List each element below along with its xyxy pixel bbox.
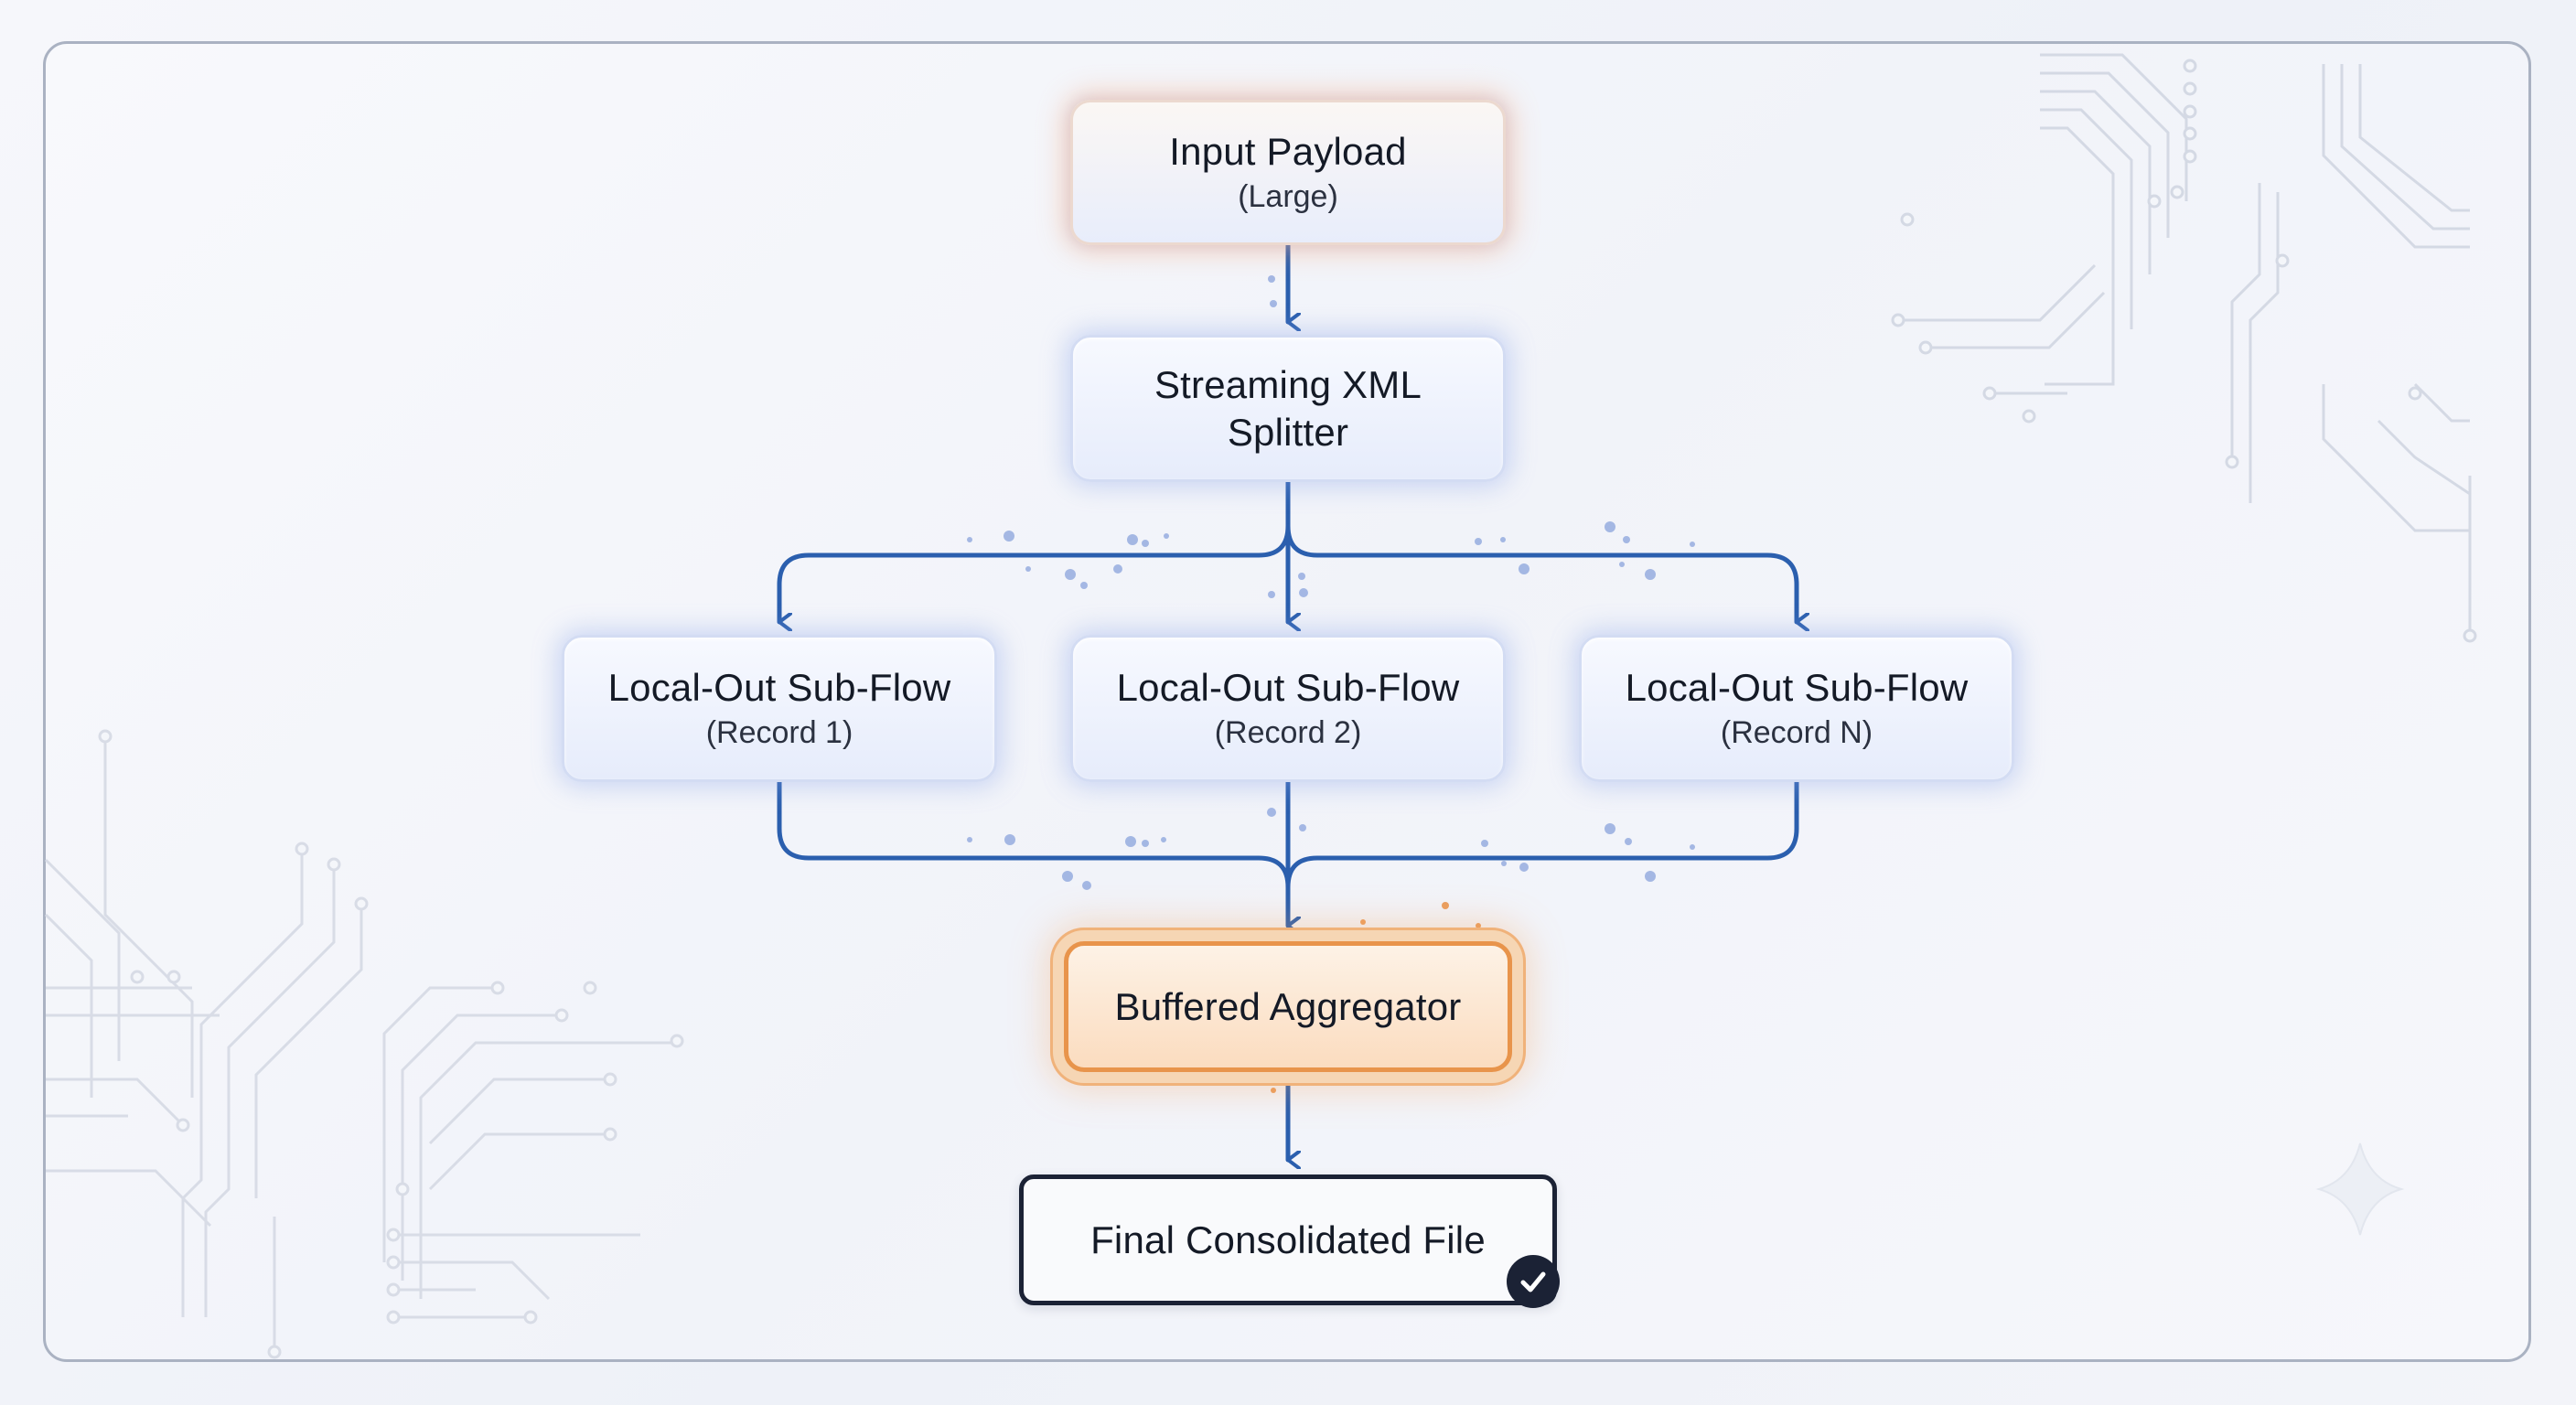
splitter-title-line2: Splitter <box>1227 410 1349 454</box>
final-file-title: Final Consolidated File <box>1090 1217 1486 1261</box>
subflow-2-title: Local-Out Sub-Flow <box>1116 665 1460 709</box>
connector-splitter-to-subflow-1 <box>777 523 1291 622</box>
checkmark-icon <box>1507 1255 1560 1308</box>
final-consolidated-file-node: Final Consolidated File <box>1019 1174 1560 1308</box>
circuit-pattern-bottom-left <box>44 741 677 1354</box>
input-payload-subtitle: (Large) <box>1238 178 1338 214</box>
splitter-title-line1: Streaming XML <box>1154 362 1422 406</box>
data-particles <box>967 275 1695 890</box>
connector-splitter-to-subflow-n <box>1285 523 1797 622</box>
circuit-pattern-top-right <box>1903 53 2472 631</box>
sparkle-icon <box>2315 1142 2405 1236</box>
aggregator-title: Buffered Aggregator <box>1114 984 1462 1028</box>
subflow-1-title: Local-Out Sub-Flow <box>607 665 951 709</box>
buffered-aggregator-node: Buffered Aggregator <box>1064 941 1512 1072</box>
circuit-nodes-bottom-left <box>98 729 684 1359</box>
input-payload-node: Input Payload (Large) <box>1070 100 1506 245</box>
subflow-1-subtitle: (Record 1) <box>705 714 853 750</box>
subflow-n-subtitle: (Record N) <box>1720 714 1873 750</box>
subflow-record-2-node: Local-Out Sub-Flow (Record 2) <box>1070 635 1506 782</box>
connector-subflow-1-to-aggregator <box>777 779 1291 890</box>
subflow-record-1-node: Local-Out Sub-Flow (Record 1) <box>562 635 997 782</box>
subflow-2-subtitle: (Record 2) <box>1214 714 1362 750</box>
circuit-nodes-top-right <box>1891 59 2477 643</box>
streaming-xml-splitter-node: Streaming XML Splitter <box>1070 335 1506 482</box>
subflow-record-n-node: Local-Out Sub-Flow (Record N) <box>1579 635 2014 782</box>
connectors <box>777 242 1799 1160</box>
connector-subflow-n-to-aggregator <box>1285 779 1799 890</box>
input-payload-title: Input Payload <box>1169 129 1407 173</box>
subflow-n-title: Local-Out Sub-Flow <box>1625 665 1969 709</box>
